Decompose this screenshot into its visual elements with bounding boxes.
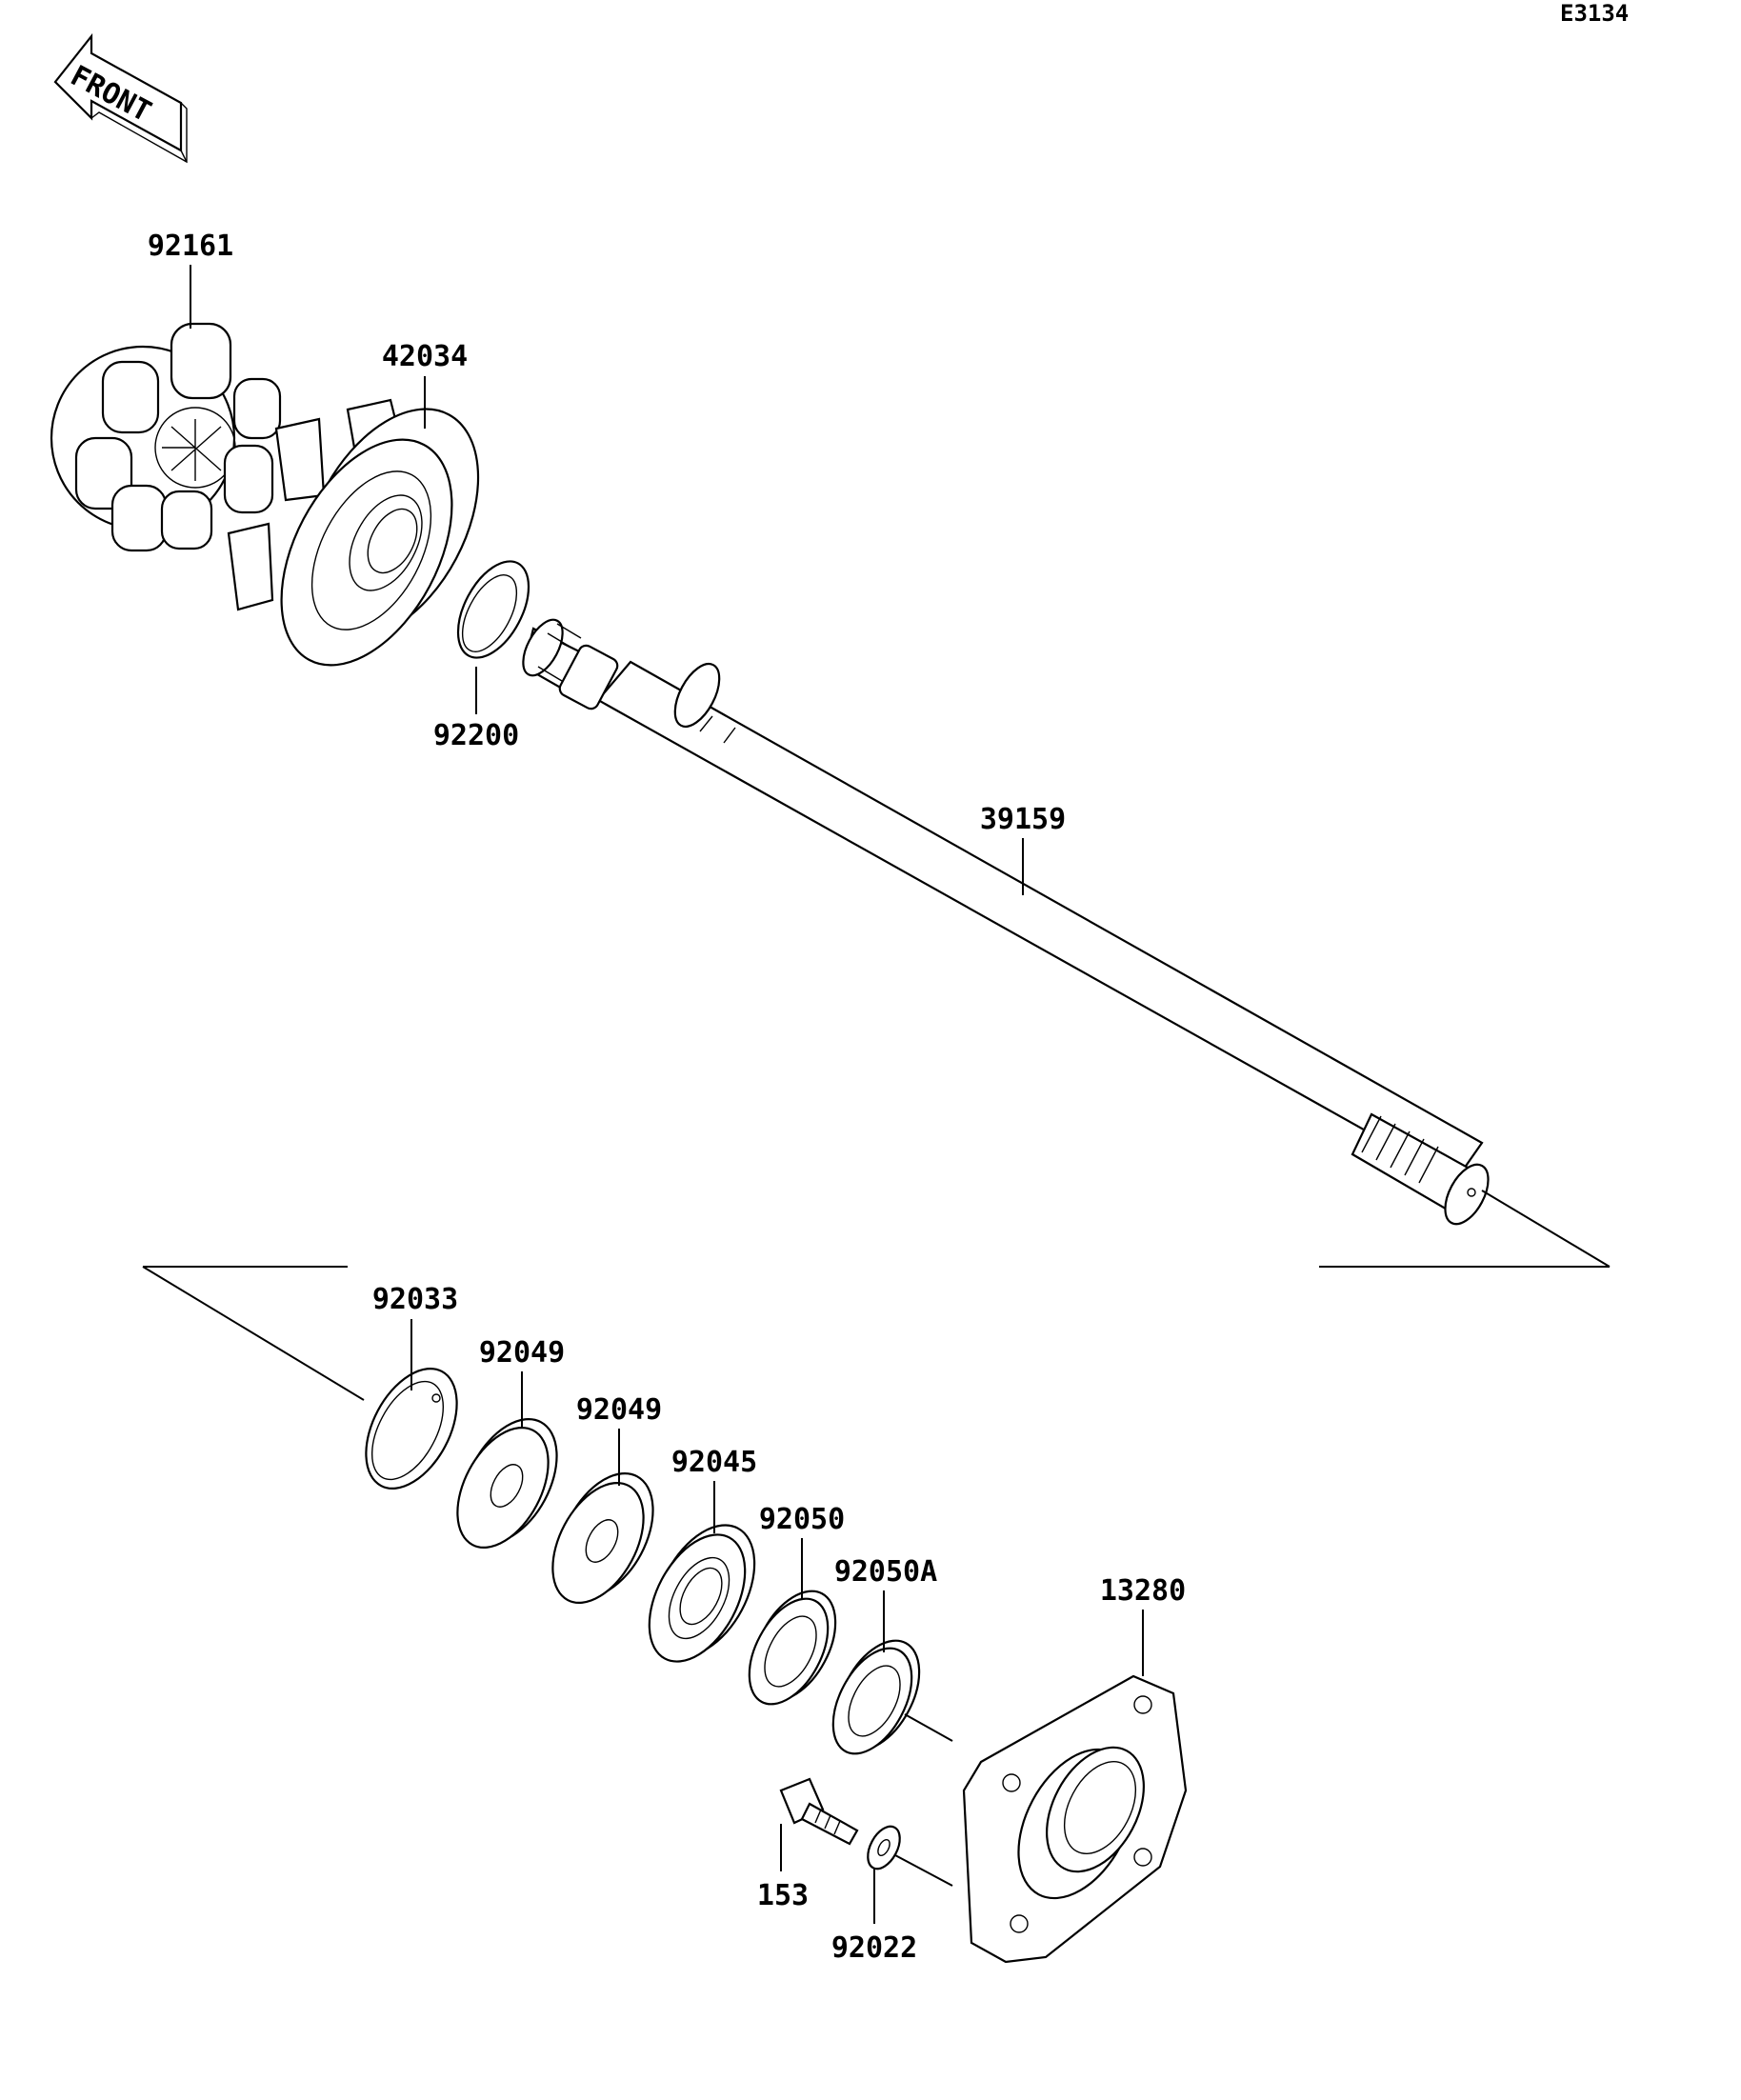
- part-label-92033: 92033: [372, 1283, 458, 1316]
- drive-shaft-icon: [522, 618, 1490, 1226]
- diagram-code: E3134: [1560, 0, 1629, 27]
- leader-lines: [142, 265, 1611, 1924]
- washer-92022-icon: [867, 1825, 901, 1870]
- part-label-39159: 39159: [980, 803, 1066, 836]
- bearing-housing-plate-icon: [962, 1674, 1188, 1964]
- part-label-92050a: 92050A: [834, 1555, 937, 1589]
- part-label-92050: 92050: [759, 1503, 845, 1536]
- coupling-hub-icon: [227, 398, 480, 667]
- part-label-92022: 92022: [831, 1931, 917, 1965]
- part-label-92049-b: 92049: [576, 1393, 662, 1427]
- part-label-92049-a: 92049: [479, 1336, 565, 1370]
- part-label-92161: 92161: [148, 230, 233, 263]
- oil-seal-1-icon: [456, 1418, 558, 1550]
- oil-seal-2-icon: [551, 1472, 654, 1605]
- part-label-13280: 13280: [1100, 1574, 1186, 1608]
- o-ring-92050a-icon: [831, 1639, 921, 1755]
- bolt-icon: [779, 1777, 859, 1846]
- washer-92200-icon: [456, 560, 530, 659]
- part-label-92045: 92045: [671, 1446, 757, 1479]
- front-arrow-icon: FRONT: [53, 32, 188, 164]
- o-ring-92050-icon: [748, 1590, 837, 1706]
- part-labels: 92161 42034 92200 39159 92033 92049 9204…: [148, 230, 1186, 1965]
- part-label-153: 153: [757, 1879, 809, 1912]
- ball-bearing-icon: [648, 1524, 756, 1663]
- rubber-damper-icon: [50, 322, 282, 552]
- part-label-42034: 42034: [382, 340, 468, 373]
- part-label-92200: 92200: [433, 719, 519, 752]
- circlip-icon: [365, 1367, 458, 1490]
